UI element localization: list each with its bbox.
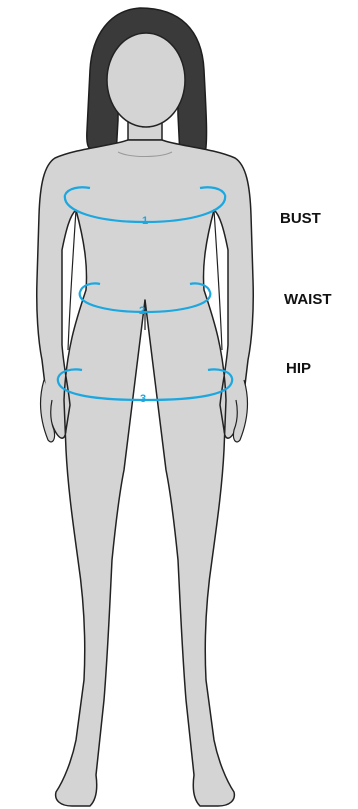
hip-label: HIP — [286, 360, 311, 377]
waist-label: WAIST — [284, 291, 332, 308]
waist-marker-number: 2 — [139, 305, 145, 317]
hip-marker-number: 3 — [140, 393, 146, 405]
head-shape — [107, 33, 185, 127]
female-body-silhouette — [37, 33, 254, 806]
bust-label: BUST — [280, 210, 321, 227]
bust-marker-number: 1 — [142, 215, 148, 227]
torso-and-legs-shape — [37, 140, 254, 806]
